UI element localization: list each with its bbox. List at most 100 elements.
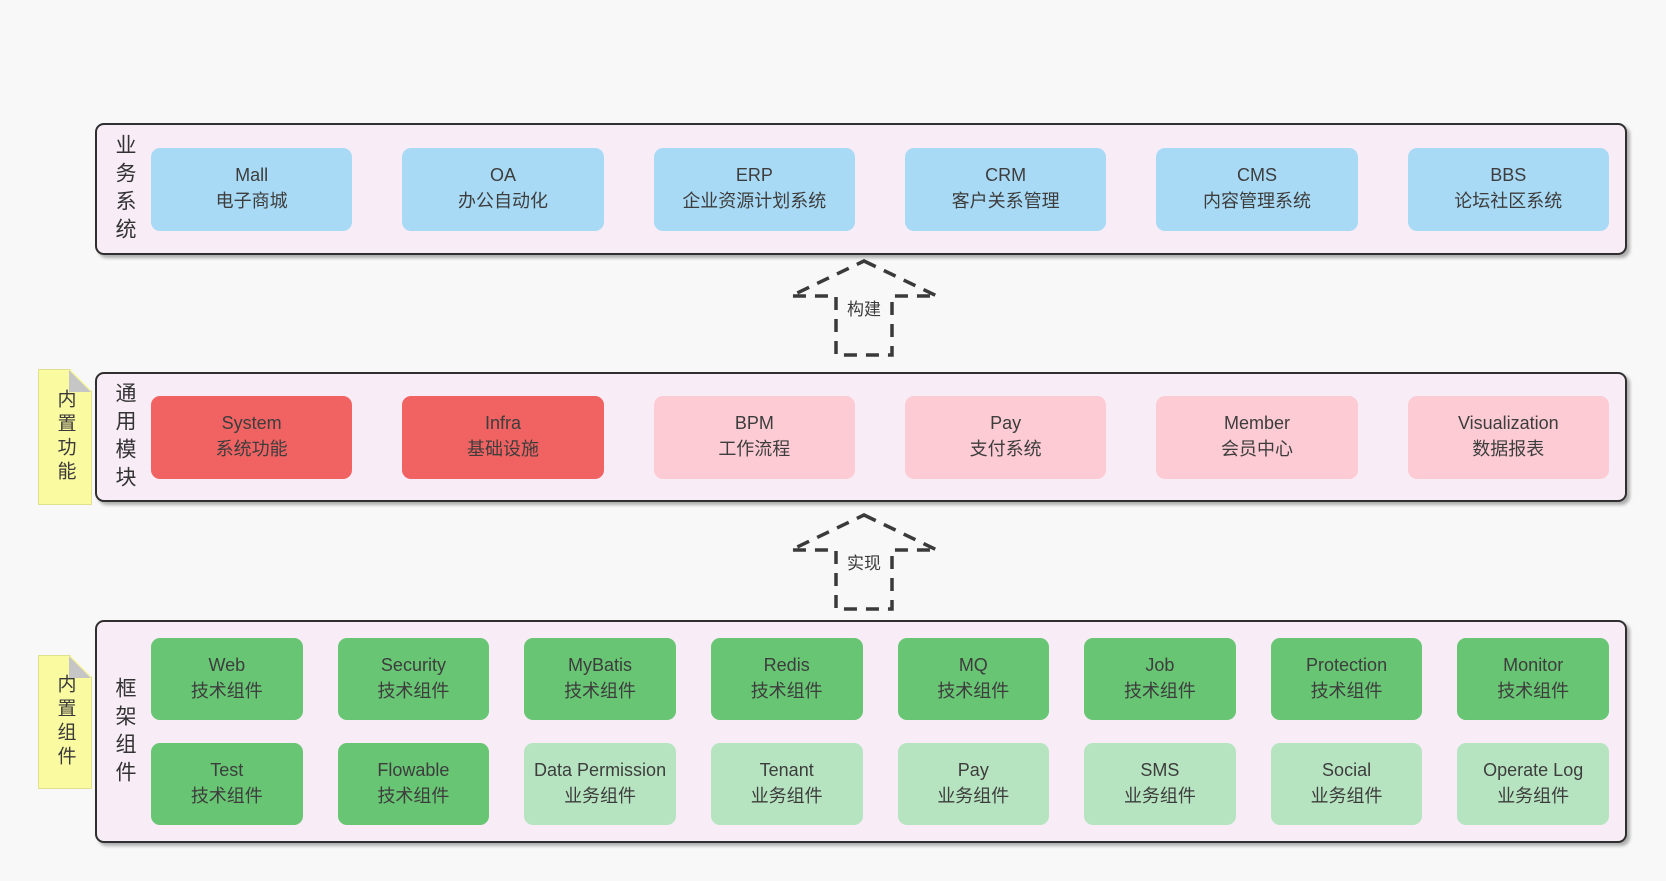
box-subtitle: 技术组件 [1310, 681, 1383, 701]
box-title: Data Permission [534, 760, 667, 781]
box-subtitle: 技术组件 [377, 681, 450, 701]
box-title: OA [489, 165, 516, 186]
band-framework-components-rows: Web 技术组件 Security 技术组件 MyBatis 技术组件 Redi… [151, 622, 1625, 841]
box-title: CRM [985, 165, 1027, 186]
box-system: System 系统功能 [151, 395, 353, 479]
box-flowable: Flowable 技术组件 [337, 743, 490, 825]
box-protection: Protection 技术组件 [1270, 638, 1423, 720]
box-subtitle: 技术组件 [1123, 681, 1196, 701]
box-operate-log: Operate Log 业务组件 [1457, 743, 1609, 825]
box-title: BPM [734, 413, 774, 434]
box-subtitle: 基础设施 [466, 439, 539, 459]
box-subtitle: 技术组件 [937, 681, 1010, 701]
box-title: Security [380, 655, 446, 676]
box-title: Member [1223, 413, 1290, 434]
box-mall: Mall 电子商城 [151, 147, 353, 231]
box-title: Test [210, 760, 244, 781]
box-mq: MQ 技术组件 [897, 638, 1050, 720]
box-subtitle: 工作流程 [718, 439, 791, 459]
box-title: ERP [735, 165, 773, 186]
box-pay-component: Pay 业务组件 [897, 743, 1050, 825]
framework-row-2: Test 技术组件 Flowable 技术组件 Data Permission … [151, 743, 1609, 825]
box-subtitle: 支付系统 [969, 439, 1042, 459]
box-subtitle: 企业资源计划系统 [682, 191, 827, 211]
sticky-note-label: 内置功能 [54, 389, 76, 485]
box-erp: ERP 企业资源计划系统 [653, 147, 855, 231]
arrow-build-label: 构建 [843, 294, 885, 321]
framework-row-1: Web 技术组件 Security 技术组件 MyBatis 技术组件 Redi… [151, 638, 1609, 720]
box-title: Web [208, 655, 246, 676]
box-title: Infra [484, 413, 521, 434]
box-bpm: BPM 工作流程 [653, 395, 855, 479]
box-subtitle: 系统功能 [215, 439, 288, 459]
box-title: Pay [957, 760, 989, 781]
box-subtitle: 电子商城 [215, 191, 288, 211]
box-title: Visualization [1457, 413, 1559, 434]
box-member: Member 会员中心 [1156, 395, 1358, 479]
box-title: Flowable [377, 760, 450, 781]
box-title: Job [1145, 655, 1175, 676]
box-infra: Infra 基础设施 [402, 395, 604, 479]
box-redis: Redis 技术组件 [710, 638, 863, 720]
band-label-common-modules: 通用模块 [113, 382, 136, 494]
box-sms: SMS 业务组件 [1084, 743, 1236, 825]
box-title: Redis [763, 655, 810, 676]
box-security: Security 技术组件 [337, 638, 490, 720]
box-subtitle: 技术组件 [750, 681, 823, 701]
band-label-business-systems: 业务系统 [113, 134, 136, 246]
box-title: System [221, 413, 282, 434]
box-subtitle: 客户关系管理 [951, 191, 1060, 211]
band-business-systems: 业务系统 Mall 电子商城 OA 办公自动化 ERP 企业资源计划系统 CRM… [95, 123, 1627, 255]
box-title: Mall [235, 165, 269, 186]
box-title: Tenant [759, 760, 814, 781]
box-data-permission: Data Permission 业务组件 [524, 743, 676, 825]
box-monitor: Monitor 技术组件 [1457, 638, 1609, 720]
box-subtitle: 办公自动化 [457, 191, 548, 211]
box-job: Job 技术组件 [1084, 638, 1236, 720]
folded-corner-icon [69, 370, 91, 392]
box-subtitle: 技术组件 [1497, 681, 1570, 701]
box-title: Pay [990, 413, 1022, 434]
box-title: SMS [1140, 760, 1180, 781]
box-title: Social [1322, 760, 1372, 781]
box-subtitle: 业务组件 [1123, 786, 1196, 806]
box-test: Test 技术组件 [151, 743, 303, 825]
box-subtitle: 业务组件 [564, 786, 637, 806]
box-subtitle: 业务组件 [937, 786, 1010, 806]
sticky-note-builtin-components: 内置组件 [38, 655, 92, 789]
box-tenant: Tenant 业务组件 [710, 743, 863, 825]
box-subtitle: 技术组件 [377, 786, 450, 806]
arrow-implement: 实现 [789, 512, 939, 612]
box-web: Web 技术组件 [151, 638, 303, 720]
box-visualization: Visualization 数据报表 [1407, 395, 1609, 479]
box-subtitle: 技术组件 [564, 681, 637, 701]
box-title: MyBatis [568, 655, 633, 676]
box-title: Monitor [1503, 655, 1564, 676]
box-social: Social 业务组件 [1270, 743, 1423, 825]
box-subtitle: 技术组件 [190, 681, 263, 701]
sticky-note-label: 内置组件 [54, 674, 76, 770]
dashed-up-arrow-icon [790, 259, 938, 357]
box-title: CMS [1236, 165, 1277, 186]
box-mybatis: MyBatis 技术组件 [524, 638, 676, 720]
box-bbs: BBS 论坛社区系统 [1407, 147, 1609, 231]
sticky-note-builtin-features: 内置功能 [38, 369, 92, 505]
box-subtitle: 会员中心 [1220, 439, 1293, 459]
box-title: MQ [958, 655, 988, 676]
arrow-build: 构建 [789, 258, 939, 358]
box-subtitle: 内容管理系统 [1202, 191, 1311, 211]
box-cms: CMS 内容管理系统 [1156, 147, 1358, 231]
band-common-modules-boxes: System 系统功能 Infra 基础设施 BPM 工作流程 Pay 支付系统… [151, 374, 1625, 500]
box-subtitle: 业务组件 [1497, 786, 1570, 806]
box-title: Protection [1306, 655, 1388, 676]
band-framework-components: 框架组件 Web 技术组件 Security 技术组件 MyBatis 技术组件… [95, 620, 1627, 843]
band-label-framework-components: 框架组件 [113, 676, 136, 789]
box-crm: CRM 客户关系管理 [904, 147, 1107, 231]
box-pay-module: Pay 支付系统 [904, 395, 1107, 479]
box-subtitle: 业务组件 [1310, 786, 1383, 806]
band-common-modules: 通用模块 System 系统功能 Infra 基础设施 BPM 工作流程 Pay… [95, 372, 1627, 502]
box-subtitle: 论坛社区系统 [1454, 191, 1563, 211]
box-subtitle: 业务组件 [750, 786, 823, 806]
band-business-systems-boxes: Mall 电子商城 OA 办公自动化 ERP 企业资源计划系统 CRM 客户关系… [151, 125, 1625, 253]
